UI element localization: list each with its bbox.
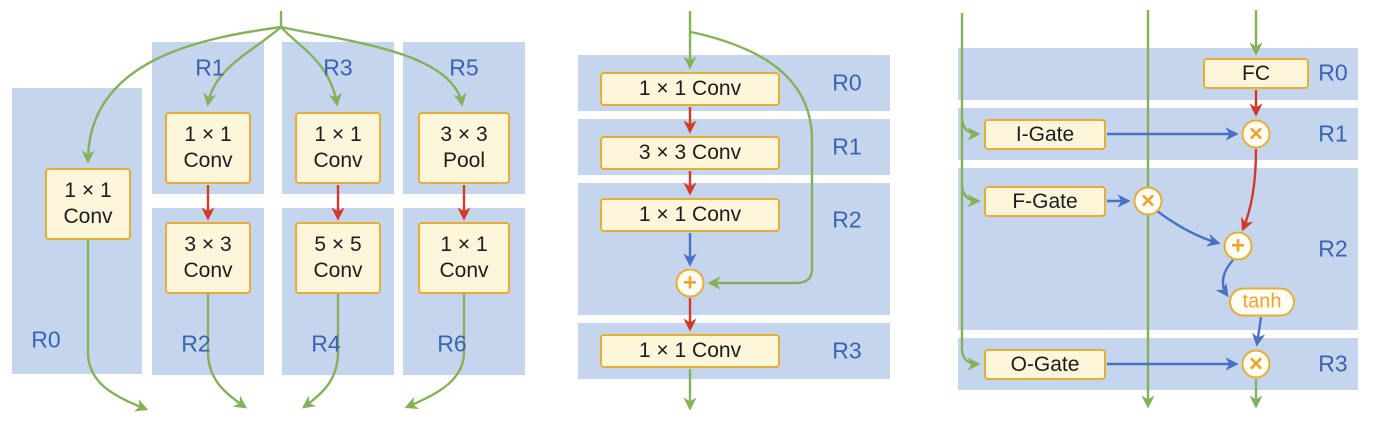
inception-box-r6-conv: 1 × 1 Conv (418, 222, 510, 294)
box-text-line2: Pool (442, 149, 486, 172)
residual-box-conv2: 3 × 3 Conv (600, 136, 780, 170)
residual-box-conv4: 1 × 1 Conv (600, 334, 780, 368)
lstm-box-f-gate: F-Gate (984, 186, 1106, 217)
residual-label-r2: R2 (832, 206, 862, 233)
lstm-add-circle: + (1223, 231, 1253, 261)
lstm-tanh-oval: tanh (1229, 287, 1295, 317)
lstm-multiply-circle-input: × (1241, 119, 1271, 149)
inception-box-r5-pool: 3 × 3 Pool (418, 112, 510, 184)
inception-box-r4-conv: 5 × 5 Conv (295, 222, 381, 294)
lstm-multiply-circle-forget: × (1133, 186, 1163, 216)
residual-box-conv1: 1 × 1 Conv (600, 72, 780, 106)
lstm-multiply-circle-output: × (1241, 349, 1271, 379)
inception-box-r3-conv: 1 × 1 Conv (295, 112, 381, 184)
residual-box-conv3: 1 × 1 Conv (600, 198, 780, 232)
box-text-line1: 5 × 5 (314, 233, 362, 257)
lstm-label-r0: R0 (1318, 59, 1348, 86)
box-text-line1: 3 × 3 (184, 233, 232, 257)
lstm-label-r3: R3 (1318, 350, 1348, 377)
box-text-line2: Conv (313, 149, 363, 172)
lstm-box-i-gate: I-Gate (984, 119, 1106, 150)
box-text-line1: 3 × 3 (440, 123, 488, 147)
residual-label-r1: R1 (832, 133, 862, 160)
residual-label-r0: R0 (832, 69, 862, 96)
inception-label-r3: R3 (323, 54, 353, 81)
inception-label-r5: R5 (449, 54, 479, 81)
box-text-line1: 1 × 1 (64, 179, 112, 203)
inception-label-r6: R6 (437, 330, 467, 357)
inception-box-r1-conv: 1 × 1 Conv (165, 112, 251, 184)
lstm-box-fc: FC (1203, 58, 1309, 89)
lstm-box-o-gate: O-Gate (984, 349, 1106, 380)
inception-label-r4: R4 (311, 330, 341, 357)
lstm-label-r1: R1 (1318, 120, 1348, 147)
box-text-line2: Conv (313, 259, 363, 282)
box-text-line1: 1 × 1 (440, 233, 488, 257)
residual-label-r3: R3 (832, 337, 862, 364)
inception-label-r1: R1 (195, 54, 225, 81)
residual-add-circle: + (675, 268, 705, 298)
box-text-line2: Conv (63, 205, 113, 228)
inception-label-r2: R2 (181, 330, 211, 357)
inception-box-r2-conv: 3 × 3 Conv (165, 222, 251, 294)
inception-label-r0: R0 (31, 326, 61, 353)
box-text-line2: Conv (183, 259, 233, 282)
box-text-line1: 1 × 1 (184, 123, 232, 147)
box-text-line1: 1 × 1 (314, 123, 362, 147)
lstm-label-r2: R2 (1318, 235, 1348, 262)
box-text-line2: Conv (439, 259, 489, 282)
inception-box-r0-conv: 1 × 1 Conv (45, 168, 131, 240)
box-text-line2: Conv (183, 149, 233, 172)
